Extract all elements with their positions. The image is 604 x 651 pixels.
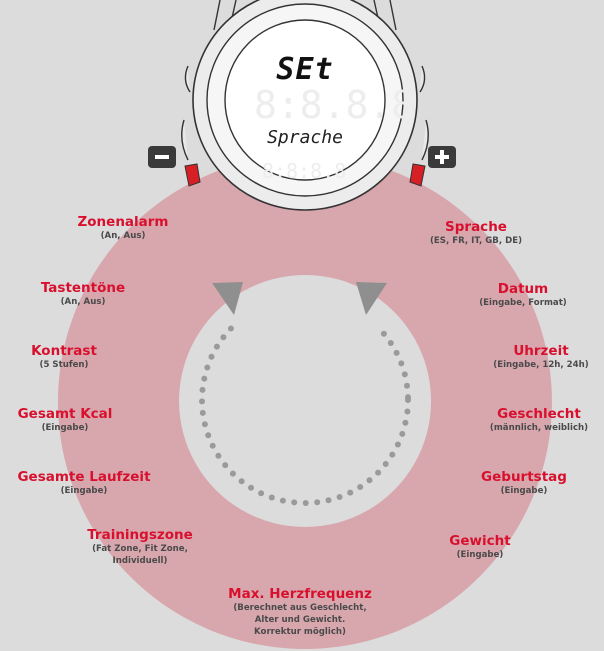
dot (405, 394, 411, 401)
plus-icon[interactable] (428, 146, 456, 168)
dot (325, 497, 332, 504)
dot (204, 364, 211, 371)
dot (366, 477, 373, 484)
dot (336, 494, 343, 500)
dotted-circle (199, 325, 411, 506)
dot (268, 494, 275, 501)
dot (314, 499, 321, 506)
arrow-left-icon (212, 282, 243, 315)
dot (205, 432, 212, 439)
dot (393, 349, 400, 356)
menu-item-gesamte-laufzeit[interactable]: Gesamte Laufzeit (Eingabe) (17, 469, 151, 496)
dot (291, 499, 298, 506)
menu-item-geschlecht[interactable]: Geschlecht (männlich, weiblich) (489, 406, 589, 433)
menu-item-zonenalarm[interactable]: Zonenalarm (An, Aus) (77, 214, 169, 241)
dot (404, 382, 410, 389)
dot (279, 497, 286, 504)
menu-item-sprache[interactable]: Sprache (ES, FR, IT, GB, DE) (429, 219, 523, 246)
dot (201, 375, 208, 382)
dot (258, 490, 265, 497)
dot (402, 419, 409, 426)
dot (227, 325, 234, 332)
dot (229, 470, 236, 477)
dot (213, 343, 220, 350)
dot (399, 430, 406, 437)
dot (398, 360, 405, 367)
dot (382, 461, 389, 467)
display-menu-text: Sprache (267, 127, 343, 148)
dot (380, 330, 387, 337)
dot (222, 462, 229, 469)
menu-item-gewicht[interactable]: Gewicht (Eingabe) (449, 533, 511, 560)
menu-item-geburtstag[interactable]: Geburtstag (Eingabe) (481, 469, 567, 496)
dot (220, 334, 227, 341)
minus-icon[interactable] (148, 146, 176, 168)
dot (401, 371, 408, 378)
dot (201, 421, 208, 428)
arrow-right-icon (356, 282, 387, 315)
minus-side-button[interactable] (184, 163, 201, 187)
display-mode-text: SEt (276, 52, 334, 87)
plus-side-button[interactable] (409, 163, 426, 187)
svg-text:8:8:8.8: 8:8:8.8 (262, 159, 346, 183)
menu-item-kontrast[interactable]: Kontrast (5 Stufen) (31, 343, 97, 370)
dot (404, 408, 411, 415)
dot (248, 484, 254, 491)
dot (199, 386, 206, 393)
dot (199, 398, 205, 405)
dot (302, 500, 309, 506)
menu-item-trainingszone[interactable]: Trainingszone (Fat Zone, Fit Zone, Indiv… (87, 527, 193, 566)
dot (375, 469, 382, 476)
dot (215, 452, 222, 459)
svg-text:8:8.8.8: 8:8.8.8 (254, 83, 414, 127)
dot (199, 409, 206, 416)
dot (209, 442, 216, 449)
watch: 8:8.8.8 8:8:8.8 (148, 0, 456, 211)
dot (357, 484, 364, 490)
dot (208, 353, 215, 360)
menu-item-max-herzfrequenz[interactable]: Max. Herzfrequenz (Berechnet aus Geschle… (228, 586, 372, 637)
menu-ring (57, 155, 552, 649)
menu-item-datum[interactable]: Datum (Eingabe, Format) (479, 281, 567, 308)
menu-item-gesamt-kcal[interactable]: Gesamt Kcal (Eingabe) (17, 406, 113, 433)
dot (238, 478, 245, 485)
menu-item-tastentoene[interactable]: Tastentöne (An, Aus) (40, 280, 126, 307)
dot (394, 441, 401, 448)
dot (347, 489, 354, 496)
dot (387, 340, 394, 346)
dot (389, 451, 396, 458)
menu-item-uhrzeit[interactable]: Uhrzeit (Eingabe, 12h, 24h) (493, 343, 589, 370)
